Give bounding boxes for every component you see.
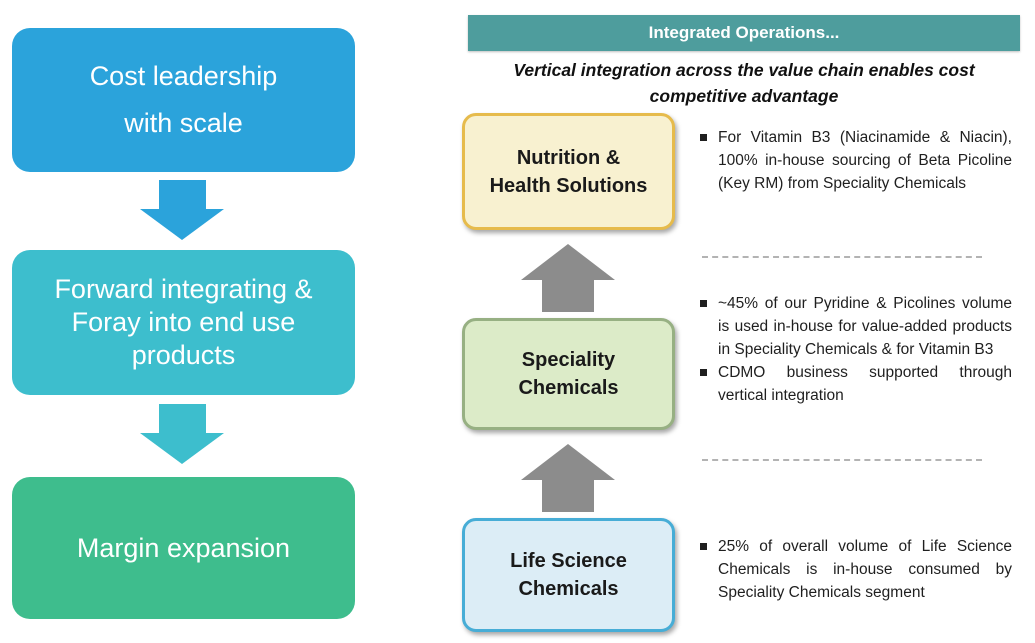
life-science-notes: 25% of overall volume of Life Science Ch… xyxy=(700,535,1012,604)
down-arrow-stem xyxy=(158,404,206,433)
list-item: 25% of overall volume of Life Science Ch… xyxy=(700,535,1012,604)
life-science-line-2: Chemicals xyxy=(518,578,619,600)
speciality-notes: ~45% of our Pyridine & Picolines volume … xyxy=(700,292,1012,407)
down-arrow-icon xyxy=(140,404,224,464)
up-arrow-head xyxy=(521,244,615,280)
bullet-square-icon xyxy=(700,369,707,376)
cost-leadership-line-2: with scale xyxy=(124,108,243,138)
integrated-operations-title: Integrated Operations... xyxy=(648,23,840,42)
cost-leadership-box: Cost leadership with scale xyxy=(12,28,355,172)
up-arrow-head xyxy=(521,444,615,480)
nutrition-note-text: For Vitamin B3 (Niacinamide & Niacin), 1… xyxy=(718,129,1012,192)
list-item: For Vitamin B3 (Niacinamide & Niacin), 1… xyxy=(700,126,1012,195)
list-item: CDMO business supported through vertical… xyxy=(700,361,1012,407)
life-science-chemicals-box: Life Science Chemicals xyxy=(462,518,675,632)
forward-integrating-line-3: products xyxy=(131,340,236,370)
subtitle-line-2: competitive advantage xyxy=(649,86,839,106)
nutrition-notes: For Vitamin B3 (Niacinamide & Niacin), 1… xyxy=(700,126,1012,195)
speciality-line-1: Speciality xyxy=(521,349,616,371)
up-arrow-icon xyxy=(521,244,615,312)
margin-expansion-line-1: Margin expansion xyxy=(76,532,291,563)
forward-integrating-line-1: Forward integrating & xyxy=(54,274,313,304)
speciality-note-text-1: ~45% of our Pyridine & Picolines volume … xyxy=(718,295,1012,358)
down-arrow-icon xyxy=(140,180,224,240)
down-arrow-head xyxy=(140,433,224,464)
integrated-operations-header: Integrated Operations... xyxy=(468,15,1020,51)
dashed-separator xyxy=(702,459,982,461)
life-science-line-1: Life Science xyxy=(510,550,627,572)
list-item: ~45% of our Pyridine & Picolines volume … xyxy=(700,292,1012,361)
bullet-square-icon xyxy=(700,543,707,550)
dashed-separator xyxy=(702,256,982,258)
up-arrow-stem xyxy=(542,280,594,312)
vertical-integration-subtitle: Vertical integration across the value ch… xyxy=(468,57,1020,109)
forward-integrating-box: Forward integrating & Foray into end use… xyxy=(12,250,355,395)
cost-leadership-line-1: Cost leadership xyxy=(89,61,278,91)
bullet-square-icon xyxy=(700,134,707,141)
nutrition-health-solutions-box: Nutrition & Health Solutions xyxy=(462,113,675,230)
down-arrow-head xyxy=(140,209,224,240)
bullet-square-icon xyxy=(700,300,707,307)
speciality-chemicals-box: Speciality Chemicals xyxy=(462,318,675,430)
life-science-note-text: 25% of overall volume of Life Science Ch… xyxy=(718,538,1012,601)
nutrition-line-1: Nutrition & xyxy=(516,146,621,169)
up-arrow-stem xyxy=(542,480,594,512)
margin-expansion-box: Margin expansion xyxy=(12,477,355,619)
up-arrow-icon xyxy=(521,444,615,512)
down-arrow-stem xyxy=(158,180,206,209)
speciality-line-2: Chemicals xyxy=(518,377,619,399)
nutrition-line-2: Health Solutions xyxy=(489,174,648,197)
speciality-note-text-2: CDMO business supported through vertical… xyxy=(718,364,1012,404)
subtitle-line-1: Vertical integration across the value ch… xyxy=(513,60,975,80)
forward-integrating-line-2: Foray into end use xyxy=(71,307,296,337)
